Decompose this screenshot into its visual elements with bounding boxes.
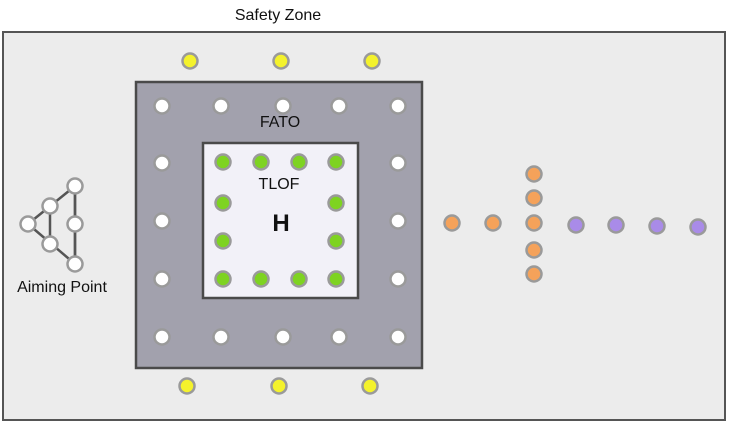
helipad-h-marker: H (272, 210, 289, 237)
fato-white-light (153, 212, 171, 230)
tlof-green-light (214, 270, 232, 288)
tlof-green-light (214, 194, 232, 212)
safety-zone-yellow-light (363, 52, 381, 70)
safety-zone-yellow-light (178, 377, 196, 395)
fato-white-light (274, 97, 292, 115)
fato-white-light (153, 154, 171, 172)
tlof-green-light (252, 270, 270, 288)
tlof-green-light (327, 270, 345, 288)
fato-white-light (389, 328, 407, 346)
tlof-green-light (290, 270, 308, 288)
approach-orange-light (443, 214, 461, 232)
approach-orange-light (525, 189, 543, 207)
tlof-green-light (214, 232, 232, 250)
lights-layer (19, 52, 707, 395)
aiming-point-light (66, 255, 84, 273)
tlof-green-light (214, 153, 232, 171)
aiming-point-light (41, 197, 59, 215)
aiming-point-light (66, 177, 84, 195)
approach-orange-light (525, 265, 543, 283)
fato-white-light (153, 97, 171, 115)
approach-purple-light (648, 217, 666, 235)
fato-white-light (274, 328, 292, 346)
fato-white-light (389, 97, 407, 115)
aiming-point-light (19, 215, 37, 233)
tlof-green-light (327, 194, 345, 212)
approach-purple-light (567, 216, 585, 234)
fato-white-light (330, 97, 348, 115)
safety-zone-yellow-light (181, 52, 199, 70)
approach-orange-light (525, 241, 543, 259)
fato-white-light (389, 270, 407, 288)
aiming-point-light (66, 215, 84, 233)
fato-white-light (212, 97, 230, 115)
fato-white-light (212, 328, 230, 346)
fato-white-light (153, 328, 171, 346)
fato-label: FATO (260, 114, 300, 131)
approach-purple-light (607, 216, 625, 234)
fato-white-light (330, 328, 348, 346)
approach-orange-light (484, 214, 502, 232)
aiming-point-label: Aiming Point (17, 279, 107, 296)
safety-zone-label: Safety Zone (235, 7, 321, 24)
approach-orange-light (525, 214, 543, 232)
tlof-green-light (252, 153, 270, 171)
tlof-label: TLOF (259, 176, 300, 193)
tlof-green-light (327, 232, 345, 250)
safety-zone-yellow-light (272, 52, 290, 70)
approach-orange-light (525, 165, 543, 183)
fato-white-light (389, 212, 407, 230)
tlof-green-light (327, 153, 345, 171)
safety-zone-yellow-light (270, 377, 288, 395)
safety-zone-yellow-light (361, 377, 379, 395)
fato-white-light (153, 270, 171, 288)
aiming-point-light (41, 235, 59, 253)
fato-white-light (389, 154, 407, 172)
tlof-green-light (290, 153, 308, 171)
approach-purple-light (689, 218, 707, 236)
